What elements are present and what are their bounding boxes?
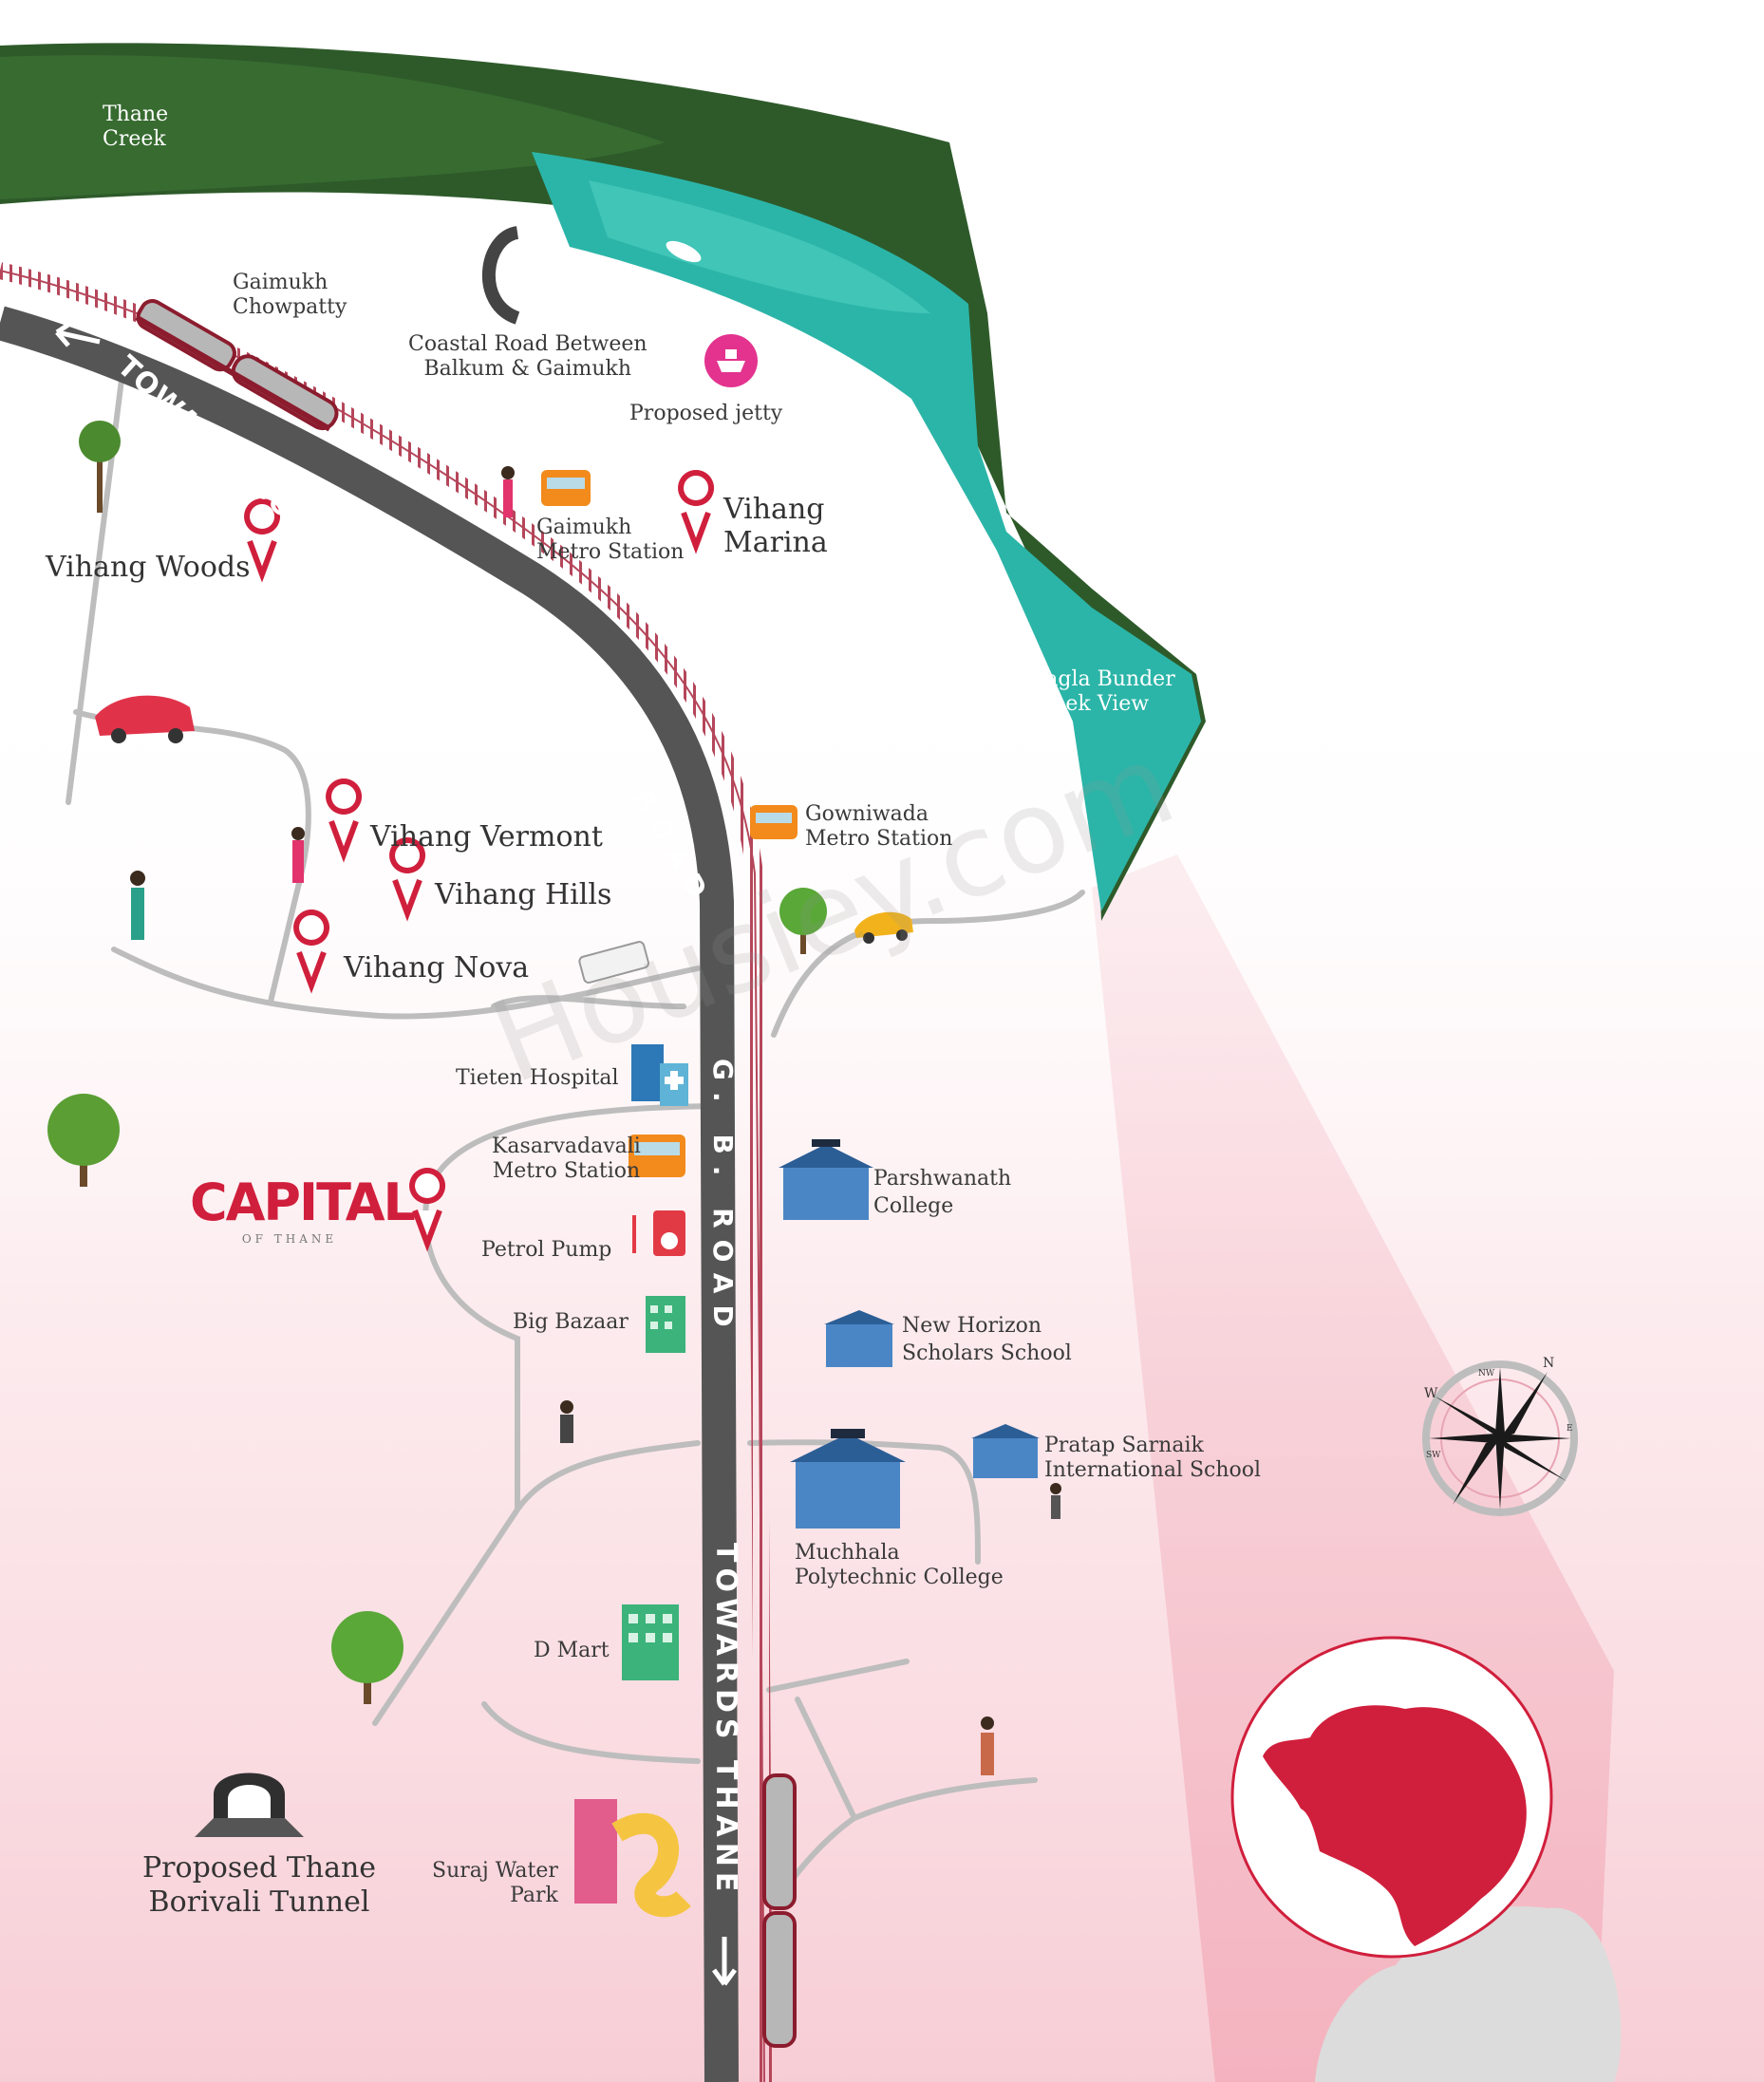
tree-icon-4 [331, 1611, 403, 1704]
compass-icon [1422, 1360, 1578, 1516]
person-icon-6 [981, 1716, 994, 1775]
label-parshwanath-college: Parshwanath College [873, 1167, 1012, 1218]
label-petrol-pump: Petrol Pump [481, 1238, 612, 1262]
label-vihang-vermont: Vihang Vermont [370, 820, 603, 853]
label-suraj-water-park: Suraj Water Park [432, 1859, 558, 1908]
train-icon-bottom [762, 1773, 797, 2048]
capital-logo-word: CAPITAL [190, 1172, 416, 1232]
person-icon-3 [130, 871, 145, 940]
pin-vihang-nova [293, 910, 330, 994]
label-vihang-hills: Vihang Hills [435, 878, 612, 911]
label-dmart: D Mart [534, 1639, 610, 1662]
label-coastal-road: Coastal Road Between Balkum & Gaimukh [408, 332, 647, 382]
label-nagla-bunder: Nagla Bunder Creek View [1027, 667, 1175, 717]
label-kasarvadavali-metro: Kasarvadavali Metro Station [492, 1135, 641, 1184]
pin-vihang-woods [244, 498, 281, 583]
person-icon-5 [1050, 1483, 1061, 1519]
compass-n: N [1543, 1356, 1555, 1371]
capital-logo-tagline: OF THANE [241, 1232, 338, 1246]
creek-water-light [589, 180, 930, 313]
person-icon-1 [501, 466, 515, 517]
water-park-icon [574, 1799, 691, 1918]
road-label-gb-road-lower: G. B. ROAD [707, 1059, 739, 1339]
label-gowniwada-metro: Gowniwada Metro Station [805, 802, 953, 852]
arrow-left-icon [55, 320, 101, 347]
arrow-down-icon [711, 1937, 738, 1986]
pin-icons [244, 470, 715, 1252]
jetty-icon [704, 334, 758, 387]
car-icon-red [95, 695, 195, 743]
train-icon-top [135, 299, 339, 432]
metro-icon-gowniwada [750, 805, 798, 839]
big-bazaar-icon [646, 1296, 685, 1353]
school-icon-new-horizon [824, 1310, 894, 1367]
compass-sw: SW [1426, 1451, 1441, 1460]
label-pratap-sarnaik: Pratap Sarnaik International School [1044, 1434, 1262, 1483]
tunnel-icon [195, 1773, 304, 1837]
car-icon-yellow [854, 911, 913, 944]
label-tunnel: Proposed Thane Borivali Tunnel [142, 1851, 377, 1919]
compass-nw: NW [1478, 1369, 1495, 1379]
hospital-icon [631, 1044, 688, 1106]
label-tieten-hospital: Tieten Hospital [456, 1066, 619, 1090]
forest-highlight [0, 55, 665, 199]
gb-road [0, 306, 739, 2082]
label-thane-creek: Thane Creek [103, 103, 169, 152]
capital-logo: CAPITAL OF THANE [190, 1172, 416, 1247]
metro-icon-gaimukh [541, 470, 591, 506]
ambulance-icon [578, 941, 649, 984]
label-big-bazaar: Big Bazaar [513, 1310, 629, 1334]
petrol-pump-icon [632, 1210, 685, 1256]
label-new-horizon: New Horizon Scholars School [902, 1314, 1072, 1365]
compass-e: E [1567, 1424, 1573, 1434]
pin-capital [409, 1168, 446, 1252]
pin-vihang-hills [389, 837, 426, 922]
label-gaimukh-chowpatty: Gaimukh Chowpatty [233, 271, 347, 320]
coastal-road-icon [481, 226, 520, 325]
person-icon-2 [291, 827, 305, 883]
college-icon-parshwanath [779, 1139, 873, 1220]
label-proposed-jetty: Proposed jetty [629, 402, 783, 425]
label-muchhala: Muchhala Polytechnic College [795, 1541, 1004, 1590]
tree-icon-2 [47, 1094, 120, 1187]
pin-vihang-marina [678, 470, 715, 554]
dmart-icon [622, 1604, 679, 1680]
label-vihang-marina: Vihang Marina [723, 493, 828, 559]
college-icon-muchhala [790, 1429, 906, 1529]
road-label-towards-thane: TOWARDS THANE [709, 1543, 742, 1898]
tree-icon-1 [79, 421, 121, 513]
locator-map [1230, 1636, 1622, 2082]
label-gaimukh-metro: Gaimukh Metro Station [536, 516, 685, 565]
metro-icon-kasarvadavali [629, 1135, 685, 1177]
person-icon-4 [560, 1400, 573, 1443]
boat-icon [666, 240, 702, 263]
label-vihang-woods: Vihang Woods [46, 551, 251, 584]
compass-w: W [1424, 1386, 1438, 1401]
school-icon-pratap-sarnaik [971, 1424, 1040, 1478]
pin-vihang-vermont [326, 778, 363, 863]
label-vihang-nova: Vihang Nova [344, 951, 530, 985]
tree-icon-3 [779, 888, 827, 954]
